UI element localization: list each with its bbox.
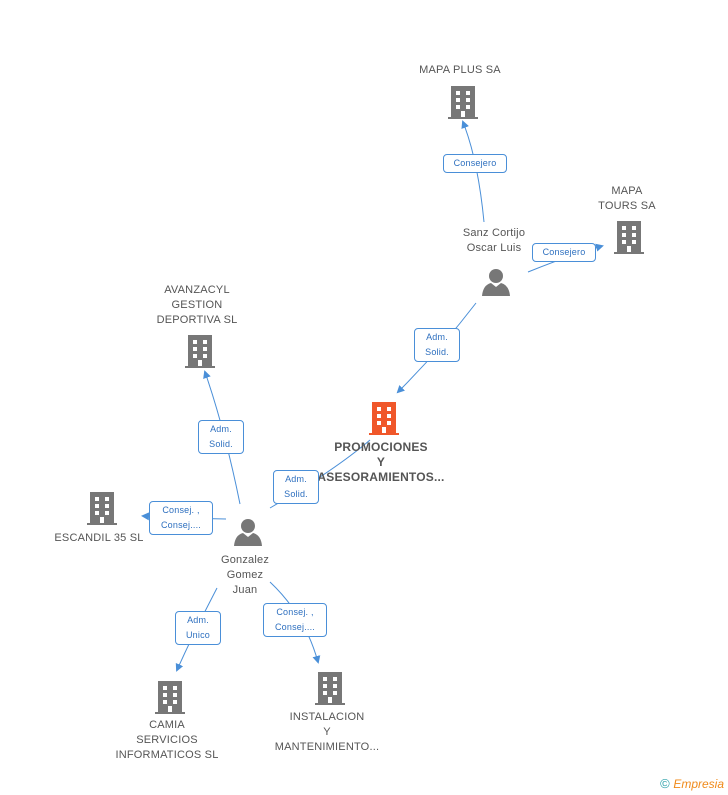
focus-company-label: PROMOCIONES bbox=[334, 440, 428, 454]
building-icon[interactable] bbox=[314, 670, 346, 706]
person-label: Gomez bbox=[226, 569, 264, 581]
edge-text: Solid. bbox=[284, 489, 308, 499]
person-icon[interactable] bbox=[233, 517, 263, 547]
edge-text: Consej. , bbox=[276, 607, 314, 617]
edge-label-adm-solid[interactable]: Adm. Solid. bbox=[198, 420, 244, 454]
empresia-watermark: © Empresia bbox=[660, 776, 724, 791]
building-icon[interactable] bbox=[184, 333, 216, 369]
person-node-gonzalez[interactable]: Gonzalez Gomez Juan bbox=[200, 553, 290, 598]
edge-label-consej[interactable]: Consej. , Consej.... bbox=[149, 501, 213, 535]
company-label: DEPORTIVA SL bbox=[156, 314, 238, 326]
company-node-escandil[interactable]: ESCANDIL 35 SL bbox=[44, 531, 154, 546]
copyright-symbol: © bbox=[660, 776, 670, 791]
building-icon[interactable] bbox=[154, 679, 186, 715]
focus-company-label: Y bbox=[376, 455, 386, 469]
company-label: SERVICIOS bbox=[136, 734, 198, 746]
company-label: INFORMATICOS SL bbox=[115, 749, 219, 761]
edge-label-adm-unico[interactable]: Adm. Unico bbox=[175, 611, 221, 645]
person-label: Sanz Cortijo bbox=[462, 227, 526, 239]
edge-text: Adm. bbox=[187, 615, 209, 625]
company-node-camia[interactable]: CAMIA SERVICIOS INFORMATICOS SL bbox=[107, 718, 227, 763]
company-label: ESCANDIL 35 SL bbox=[54, 532, 144, 544]
person-label: Oscar Luis bbox=[466, 242, 522, 254]
company-node-mapa-plus[interactable]: MAPA PLUS SA bbox=[400, 63, 520, 78]
edge-label-adm-solid[interactable]: Adm. Solid. bbox=[273, 470, 319, 504]
edge-text: Adm. bbox=[285, 474, 307, 484]
edge-text: Unico bbox=[185, 630, 210, 640]
edge-text: Consejero bbox=[453, 158, 497, 168]
company-label: MAPA bbox=[611, 185, 643, 197]
company-label: MAPA PLUS SA bbox=[419, 64, 501, 76]
edge-text: Solid. bbox=[209, 439, 233, 449]
edge-text: Consej.... bbox=[160, 520, 202, 530]
edge-label-adm-solid[interactable]: Adm. Solid. bbox=[414, 328, 460, 362]
edge-text: Adm. bbox=[210, 424, 232, 434]
edge-text: Adm. bbox=[426, 332, 448, 342]
edge-text: Consej. , bbox=[162, 505, 200, 515]
focus-building-icon[interactable] bbox=[368, 400, 400, 436]
company-label: GESTION bbox=[171, 299, 223, 311]
company-node-avanzacyl[interactable]: AVANZACYL GESTION DEPORTIVA SL bbox=[137, 283, 257, 328]
company-label: INSTALACION bbox=[289, 711, 365, 723]
brand-logo: Empresia bbox=[673, 777, 724, 791]
company-node-mapa-tours[interactable]: MAPA TOURS SA bbox=[575, 184, 679, 214]
person-label: Juan bbox=[232, 584, 258, 596]
company-label: CAMIA bbox=[149, 719, 185, 731]
building-icon[interactable] bbox=[86, 490, 118, 526]
company-label: TOURS SA bbox=[598, 200, 656, 212]
company-label: AVANZACYL bbox=[164, 284, 230, 296]
company-label: Y bbox=[323, 726, 331, 738]
company-label: MANTENIMIENTO... bbox=[274, 741, 380, 753]
edge-label-consejero[interactable]: Consejero bbox=[443, 154, 507, 173]
edge-text: Solid. bbox=[425, 347, 449, 357]
company-node-instalacion[interactable]: INSTALACION Y MANTENIMIENTO... bbox=[265, 710, 389, 755]
person-node-sanz[interactable]: Sanz Cortijo Oscar Luis bbox=[436, 226, 552, 256]
company-node-promociones[interactable]: PROMOCIONES Y ASESORAMIENTOS... bbox=[311, 440, 451, 485]
focus-company-label: ASESORAMIENTOS... bbox=[317, 470, 445, 484]
edge-text: Consejero bbox=[542, 247, 586, 257]
edge-text: Consej.... bbox=[274, 622, 316, 632]
person-label: Gonzalez bbox=[220, 554, 270, 566]
building-icon[interactable] bbox=[613, 219, 645, 255]
edge-label-consejero[interactable]: Consejero bbox=[532, 243, 596, 262]
building-icon[interactable] bbox=[447, 84, 479, 120]
person-icon[interactable] bbox=[481, 267, 511, 297]
edge-label-consej[interactable]: Consej. , Consej.... bbox=[263, 603, 327, 637]
